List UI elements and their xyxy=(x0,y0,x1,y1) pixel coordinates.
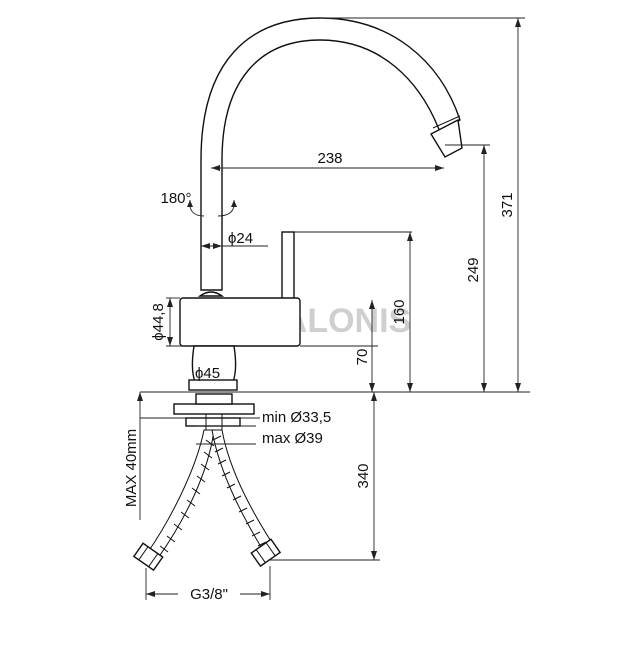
fitting-left-line xyxy=(148,553,159,568)
body-cylinder xyxy=(179,297,301,347)
dimension-reach: 238 xyxy=(211,150,444,171)
dimension-base-diameter: ϕ45 xyxy=(195,365,220,382)
dimension-hole: min Ø33,5 max Ø39 xyxy=(196,409,331,447)
lever-height-label: 160 xyxy=(391,299,408,324)
spout-nozzle xyxy=(430,118,463,158)
rotation-arrows xyxy=(187,200,237,207)
base-diameter-label: ϕ45 xyxy=(195,365,220,382)
mounting-washer xyxy=(173,403,255,415)
dimension-counter-thickness: MAX 40mm xyxy=(123,392,143,520)
dim-arrows xyxy=(201,243,222,249)
fitting-right xyxy=(250,538,282,568)
counter-thickness-label: MAX 40mm xyxy=(123,429,140,507)
spout xyxy=(200,17,463,291)
dimension-spout-height: 249 xyxy=(445,144,490,392)
body-diameter-label: ϕ44,8 xyxy=(150,303,167,341)
nozzle-ring xyxy=(432,115,461,129)
hose-length-label: 340 xyxy=(355,463,372,488)
dimension-lever-height: 160 xyxy=(391,232,413,392)
dimension-hose-length: 340 xyxy=(268,392,380,561)
total-height-label: 371 xyxy=(499,192,516,217)
spout-height-label: 249 xyxy=(465,257,482,282)
rotation-label: 180° xyxy=(160,190,191,207)
dimension-rotation: 180° xyxy=(160,190,237,217)
fitting-left-nut xyxy=(132,542,164,572)
hose-right-braid xyxy=(212,435,267,547)
faucet-body xyxy=(179,291,301,391)
dimension-body-diameter: ϕ44,8 xyxy=(150,297,194,347)
lever xyxy=(281,231,412,303)
spout-diameter-label: ϕ24 xyxy=(228,230,253,247)
hoses xyxy=(132,429,282,572)
hose-left-braid xyxy=(159,439,215,553)
base-plate xyxy=(188,379,238,391)
fitting-right-line xyxy=(265,542,276,557)
reach-label: 238 xyxy=(317,150,342,167)
hole-max-label: max Ø39 xyxy=(262,430,323,447)
dimension-total-height: 371 xyxy=(320,17,525,392)
dimension-spout-diameter: ϕ24 xyxy=(201,230,268,249)
spout-tube xyxy=(200,17,461,291)
body-height-label: 70 xyxy=(354,349,371,366)
mounting-nut xyxy=(185,417,241,427)
fitting-left xyxy=(132,542,164,572)
fitting-right-line xyxy=(255,549,266,564)
hose-left xyxy=(147,429,215,559)
dimension-body-height: 70 xyxy=(300,300,378,392)
lever-handle xyxy=(281,231,295,303)
dim-arrow xyxy=(137,392,143,401)
spout-joint xyxy=(197,291,225,297)
fitting-right-nut xyxy=(250,538,282,568)
mounting-gasket xyxy=(195,393,233,405)
thread-label: G3/8" xyxy=(190,586,228,603)
fitting-left-line xyxy=(138,546,149,561)
dimension-thread: G3/8" xyxy=(145,566,271,603)
hole-min-label: min Ø33,5 xyxy=(262,409,331,426)
